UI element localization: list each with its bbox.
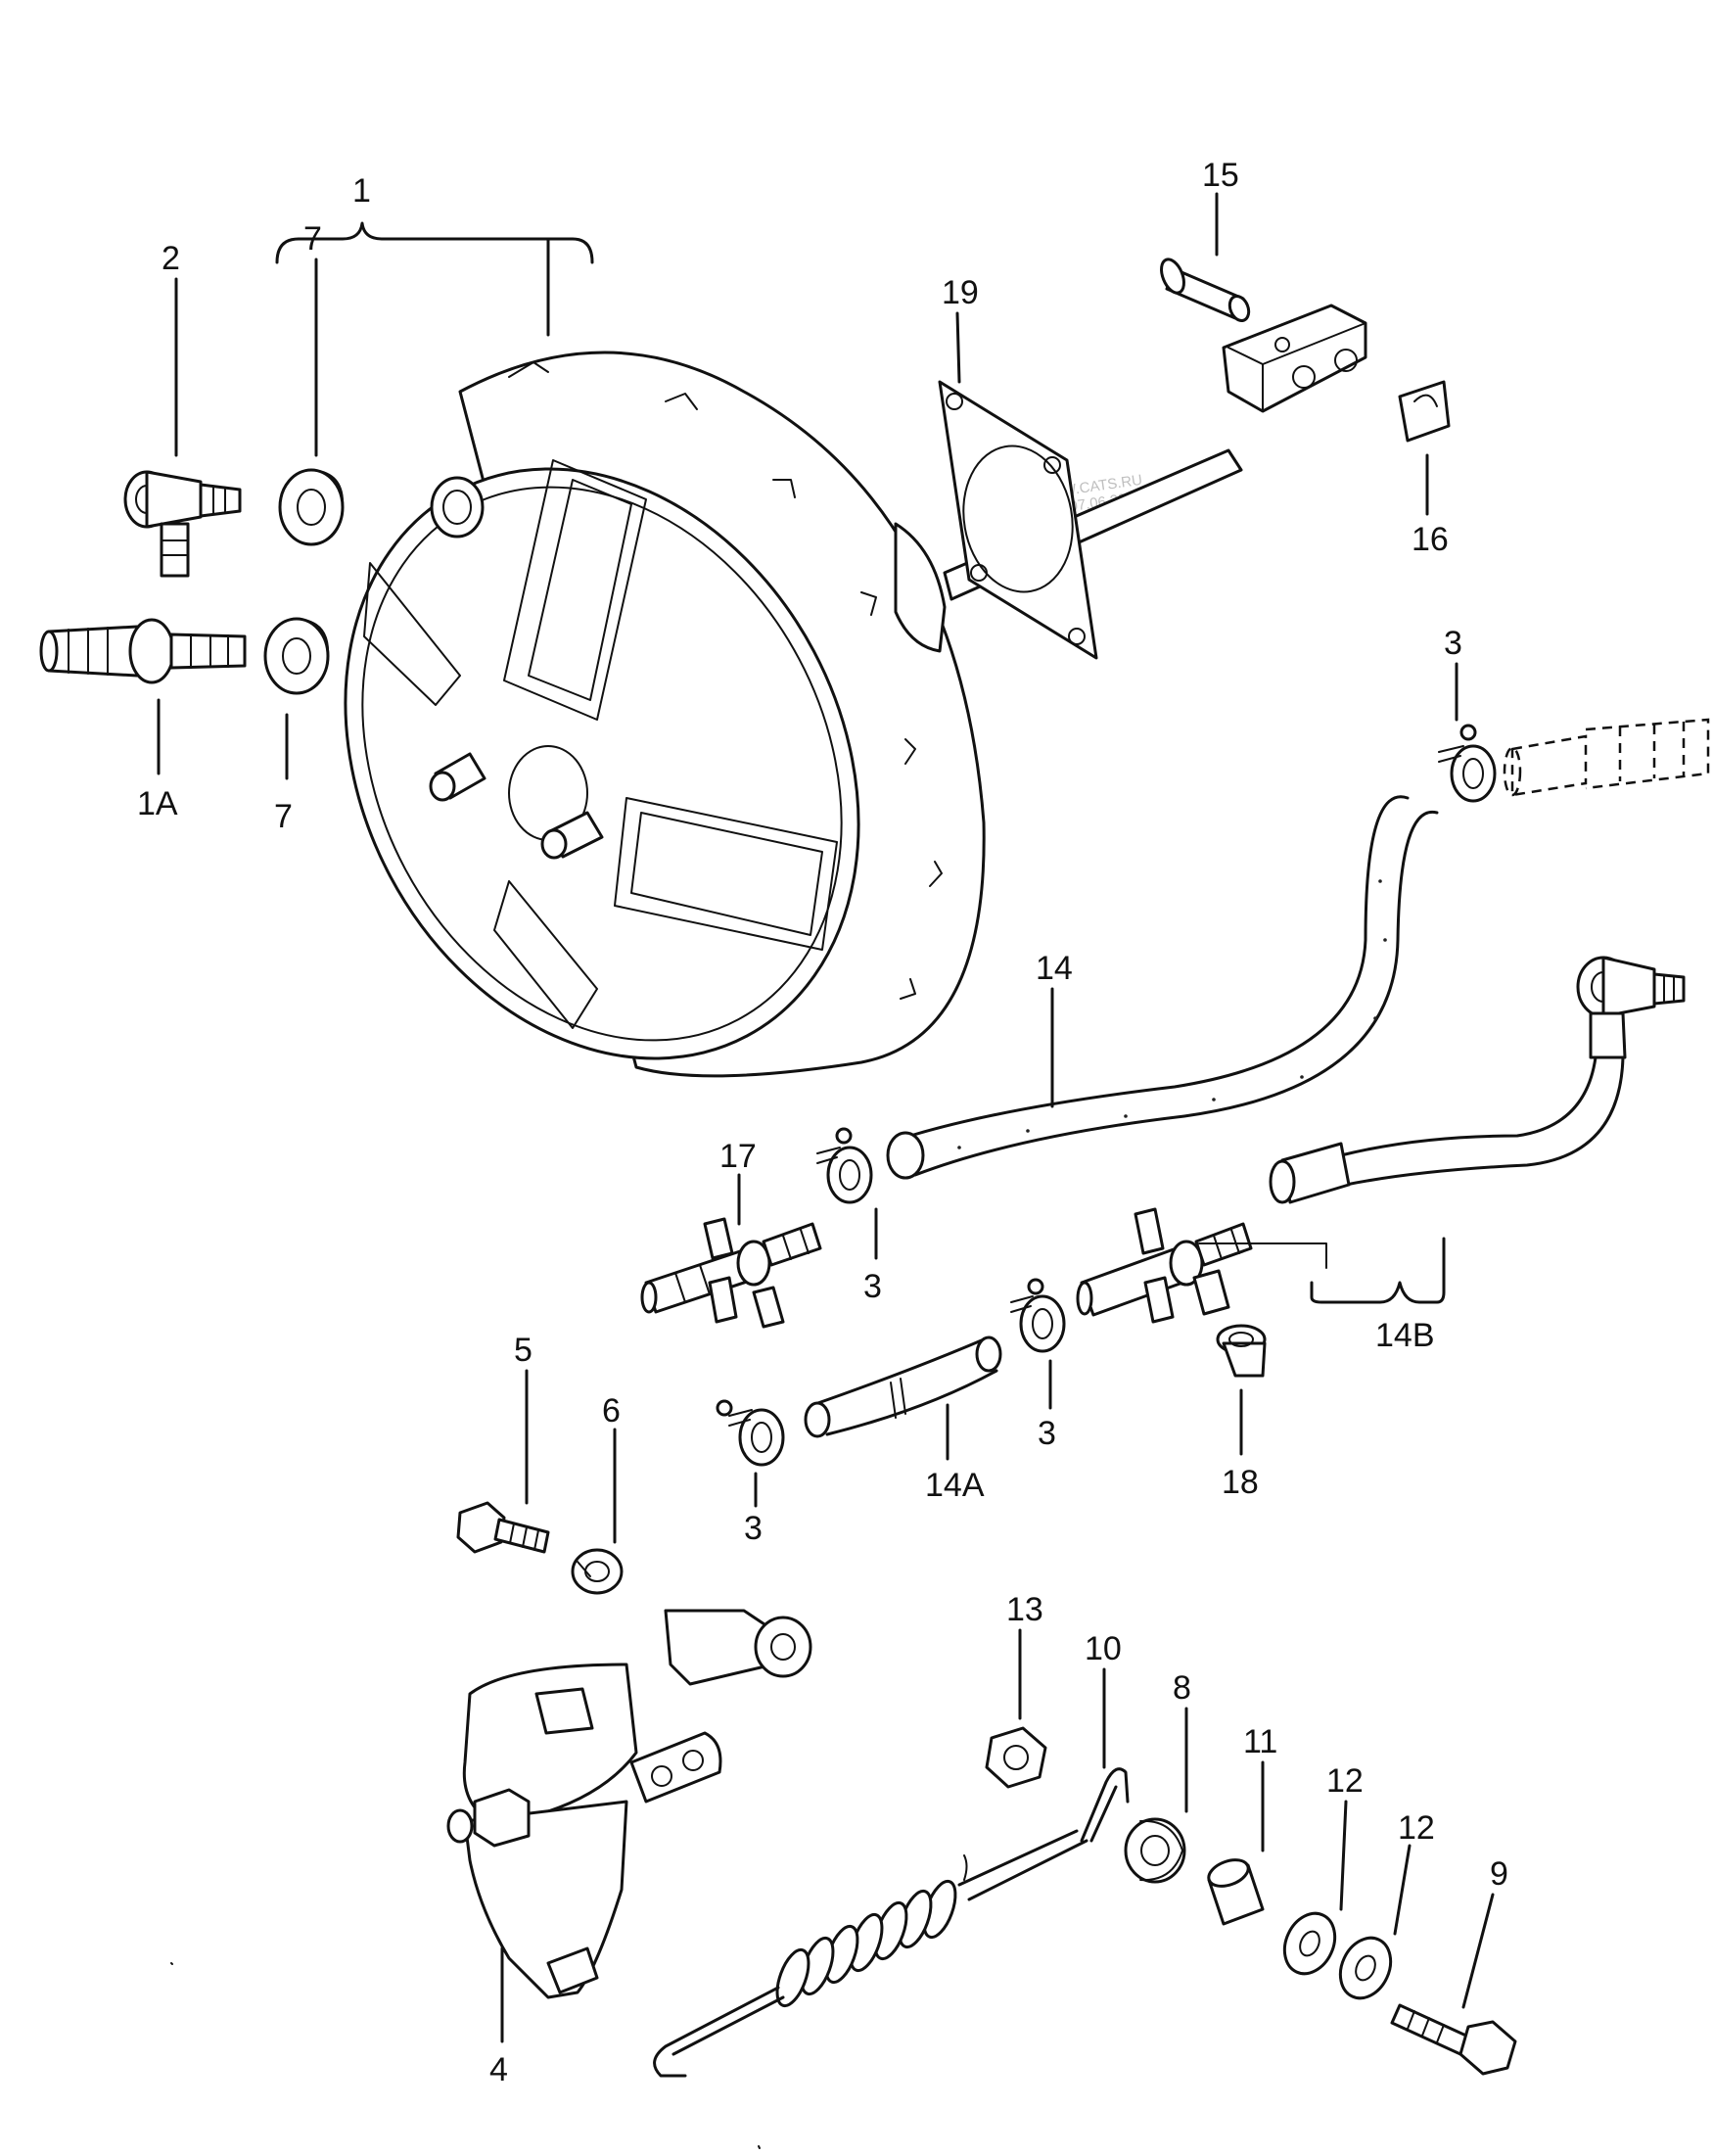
hex-nut-13 [985, 1726, 1047, 1789]
label-1a: 1A [137, 785, 178, 822]
label-9: 9 [1490, 1855, 1508, 1893]
label-8: 8 [1173, 1669, 1191, 1707]
sleeve-11 [1207, 1858, 1265, 1926]
t-piece-17 [640, 1217, 822, 1329]
clevis-pin [1160, 258, 1251, 323]
label-14a: 14A [925, 1467, 985, 1504]
label-17: 17 [719, 1138, 757, 1175]
hose-assembly-14b [1269, 956, 1686, 1204]
push-rod-clevis [1222, 304, 1367, 413]
brake-servo-unit [344, 351, 1243, 1078]
vacuum-hose-14 [886, 795, 1439, 1180]
hose-clamp-lower-right [1010, 1278, 1066, 1353]
hose-clamp-lower-left [716, 1399, 785, 1467]
label-12-b: 12 [1398, 1809, 1435, 1847]
washer-12-b [1338, 1936, 1393, 2000]
label-3-right: 3 [1444, 625, 1462, 662]
washer-12-a [1282, 1911, 1337, 1976]
hose-clamp-top-right [1438, 724, 1497, 803]
label-2: 2 [162, 240, 180, 277]
label-4: 4 [489, 2051, 508, 2088]
spring-washer-6 [571, 1548, 624, 1595]
label-3-top: 3 [744, 1510, 763, 1547]
label-3-low: 3 [1038, 1415, 1056, 1452]
label-3-middle: 3 [863, 1268, 882, 1305]
bracket-part-1 [275, 221, 594, 264]
straight-connector [39, 618, 247, 684]
grommet-lower [263, 617, 330, 695]
dashed-connector-reference [1503, 718, 1710, 797]
return-spring-10 [653, 1767, 1130, 2078]
cap-18 [1216, 1324, 1267, 1378]
label-7-top: 7 [303, 220, 322, 258]
label-11: 11 [1243, 1723, 1277, 1760]
label-6: 6 [602, 1392, 621, 1430]
bush-8 [1124, 1817, 1186, 1884]
label-7-bottom: 7 [274, 798, 293, 835]
bolt-5 [456, 1501, 550, 1554]
retaining-clip [1398, 380, 1451, 443]
label-12-a: 12 [1326, 1762, 1364, 1800]
bolt-9 [1390, 2003, 1517, 2076]
short-hose-14a [804, 1336, 1002, 1438]
label-13: 13 [1006, 1591, 1043, 1628]
grommet-upper [278, 468, 345, 546]
label-10: 10 [1085, 1630, 1122, 1667]
label-15: 15 [1202, 157, 1239, 194]
elbow-connector [123, 470, 242, 578]
label-19: 19 [942, 274, 979, 311]
label-1: 1 [352, 172, 371, 210]
bracket-part-14b [1310, 1237, 1446, 1304]
label-16: 16 [1412, 521, 1449, 558]
servo-gasket [938, 380, 1098, 660]
hose-clamp-middle [816, 1127, 873, 1204]
label-14: 14 [1036, 950, 1073, 987]
label-5: 5 [514, 1332, 532, 1369]
label-18: 18 [1222, 1464, 1259, 1501]
t-piece-14b [1076, 1207, 1253, 1324]
brake-lever-bracket [446, 1609, 812, 1999]
label-14b: 14B [1375, 1317, 1435, 1354]
